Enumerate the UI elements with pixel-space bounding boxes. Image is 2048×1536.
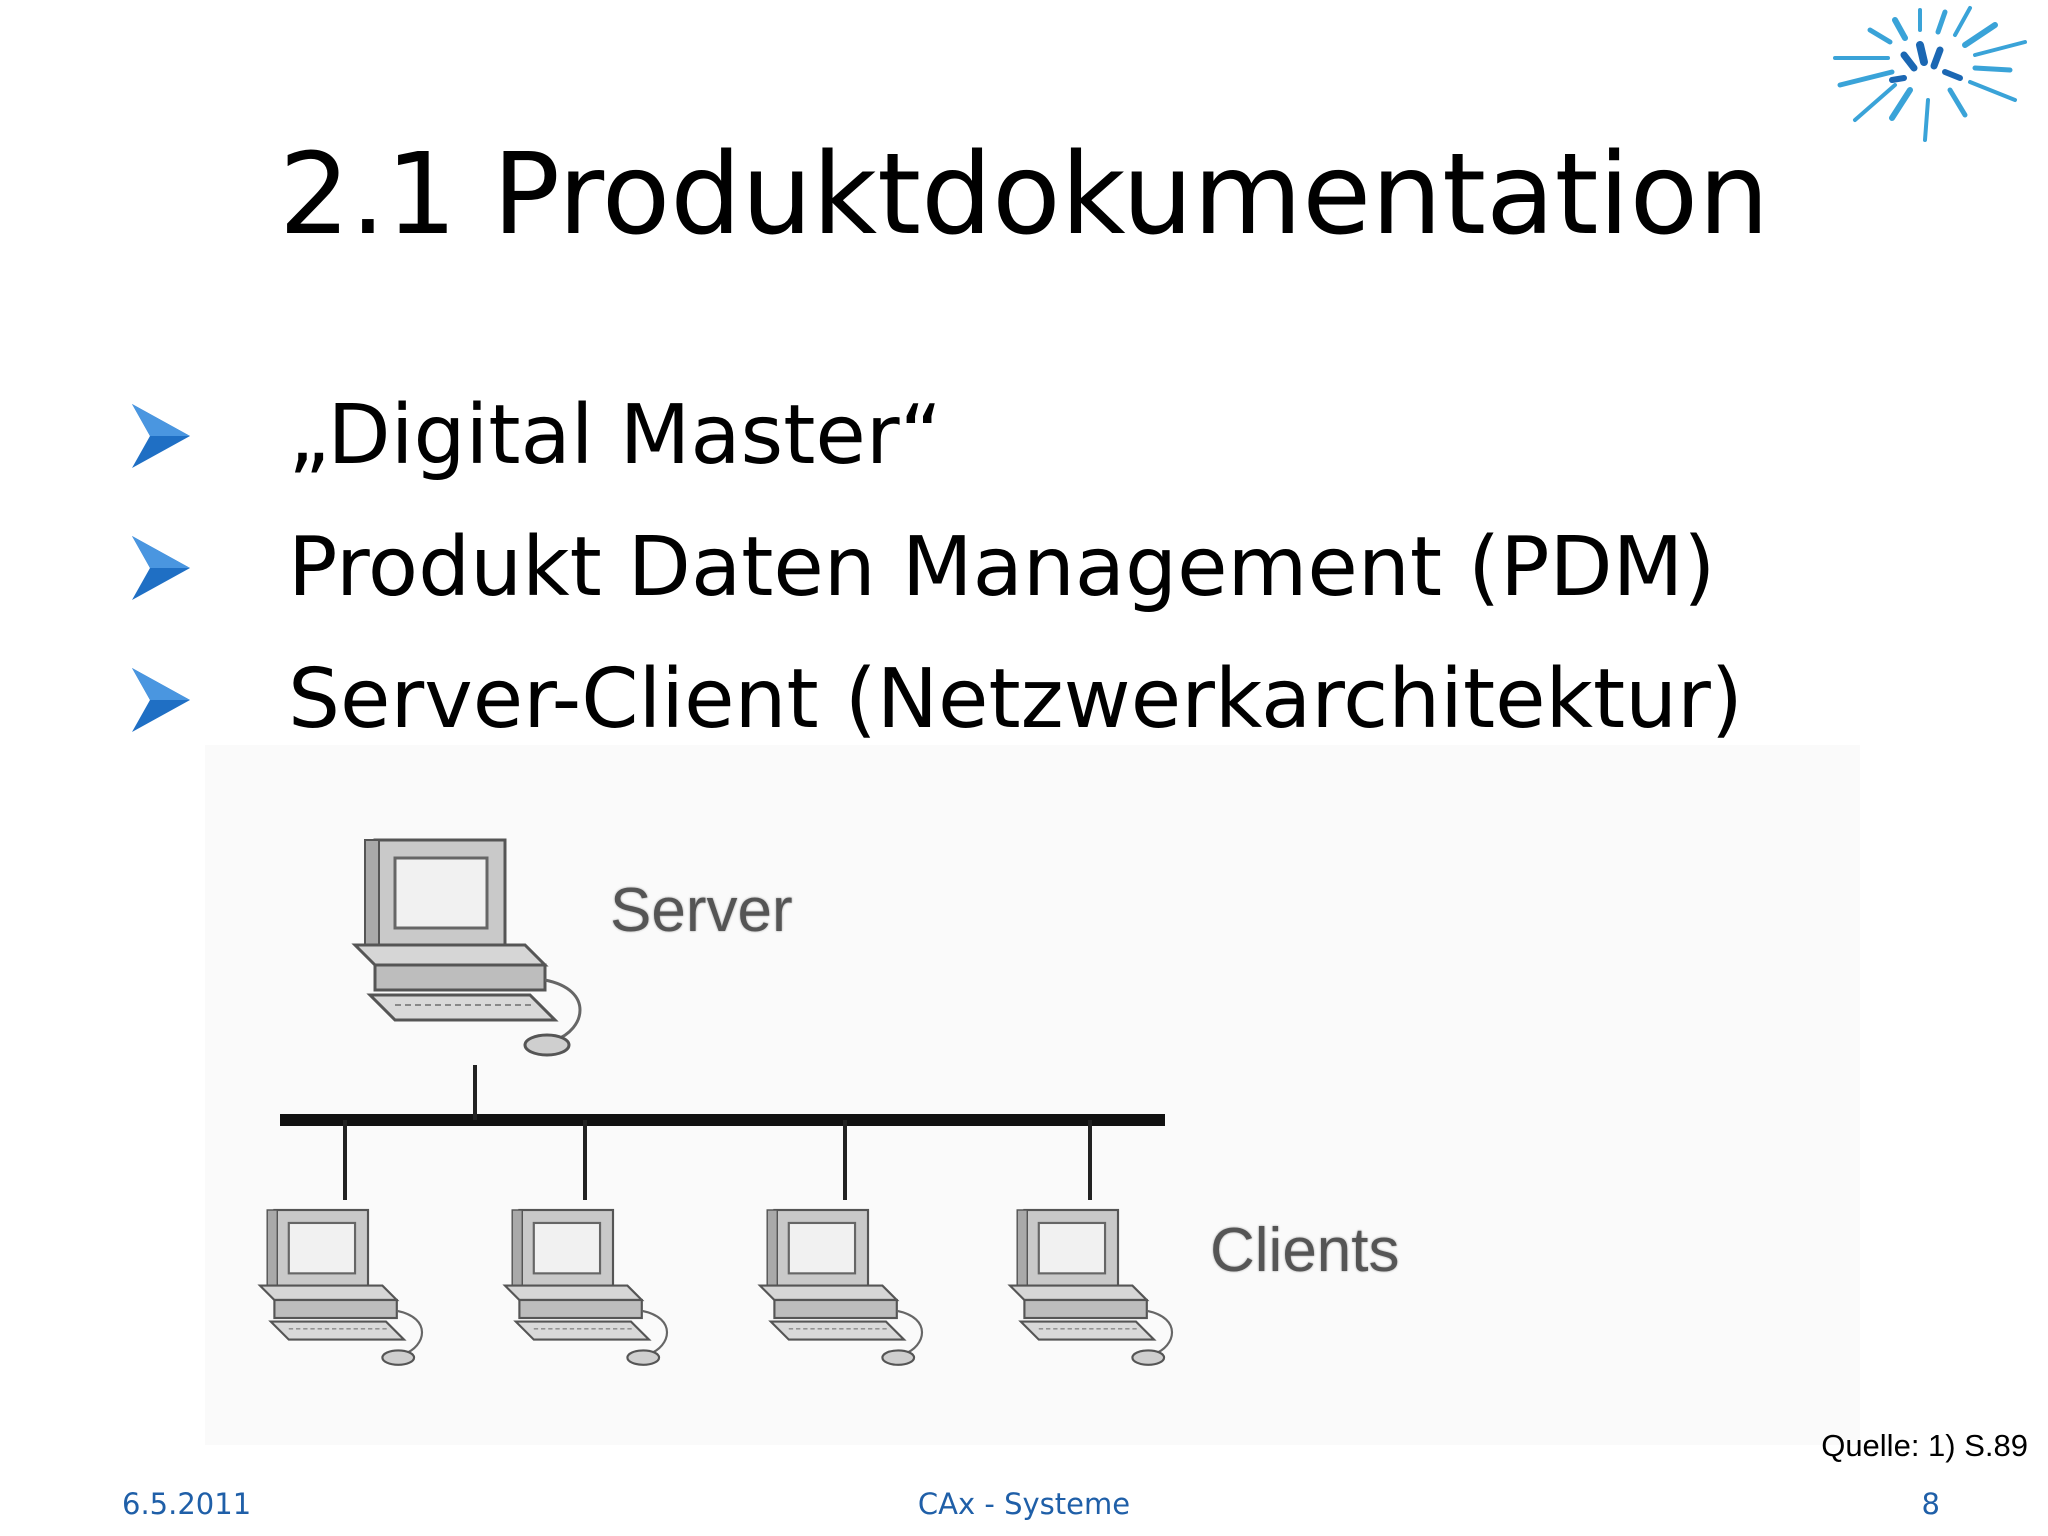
footer-date: 6.5.2011 xyxy=(122,1487,252,1521)
source-citation: Quelle: 1) S.89 xyxy=(1821,1428,2028,1463)
bullet-item: Produkt Daten Management (PDM) xyxy=(120,502,1820,634)
clients-label: Clients xyxy=(1210,1216,1400,1285)
server-label: Server xyxy=(610,876,793,945)
bullet-text: „Digital Master“ xyxy=(288,388,943,483)
arrow-bullet-icon xyxy=(132,404,190,468)
bullet-text: Produkt Daten Management (PDM) xyxy=(288,520,1716,615)
slide-title: 2.1 Produktdokumentation xyxy=(278,130,1770,260)
server-computer-icon xyxy=(353,838,582,1057)
footer-title: CAx - Systeme xyxy=(917,1487,1131,1521)
arrow-bullet-icon xyxy=(132,536,190,600)
bullet-list: „Digital Master“ Produkt Daten Managemen… xyxy=(120,370,1820,766)
starburst-logo-icon xyxy=(1833,6,2027,142)
page-number: 8 xyxy=(1921,1487,1940,1521)
network-diagram: Server Clients xyxy=(205,745,1860,1445)
bullet-text: Server-Client (Netzwerkarchitektur) xyxy=(288,652,1743,747)
client-computer-icon xyxy=(758,1208,924,1366)
client-computer-icon xyxy=(1008,1208,1174,1366)
bullet-item: „Digital Master“ xyxy=(120,370,1820,502)
network-diagram-drawing xyxy=(258,838,1174,1366)
arrow-bullet-icon xyxy=(132,668,190,732)
bullet-item: Server-Client (Netzwerkarchitektur) xyxy=(120,634,1820,766)
client-computer-icon xyxy=(503,1208,669,1366)
client-computer-icon xyxy=(258,1208,424,1366)
